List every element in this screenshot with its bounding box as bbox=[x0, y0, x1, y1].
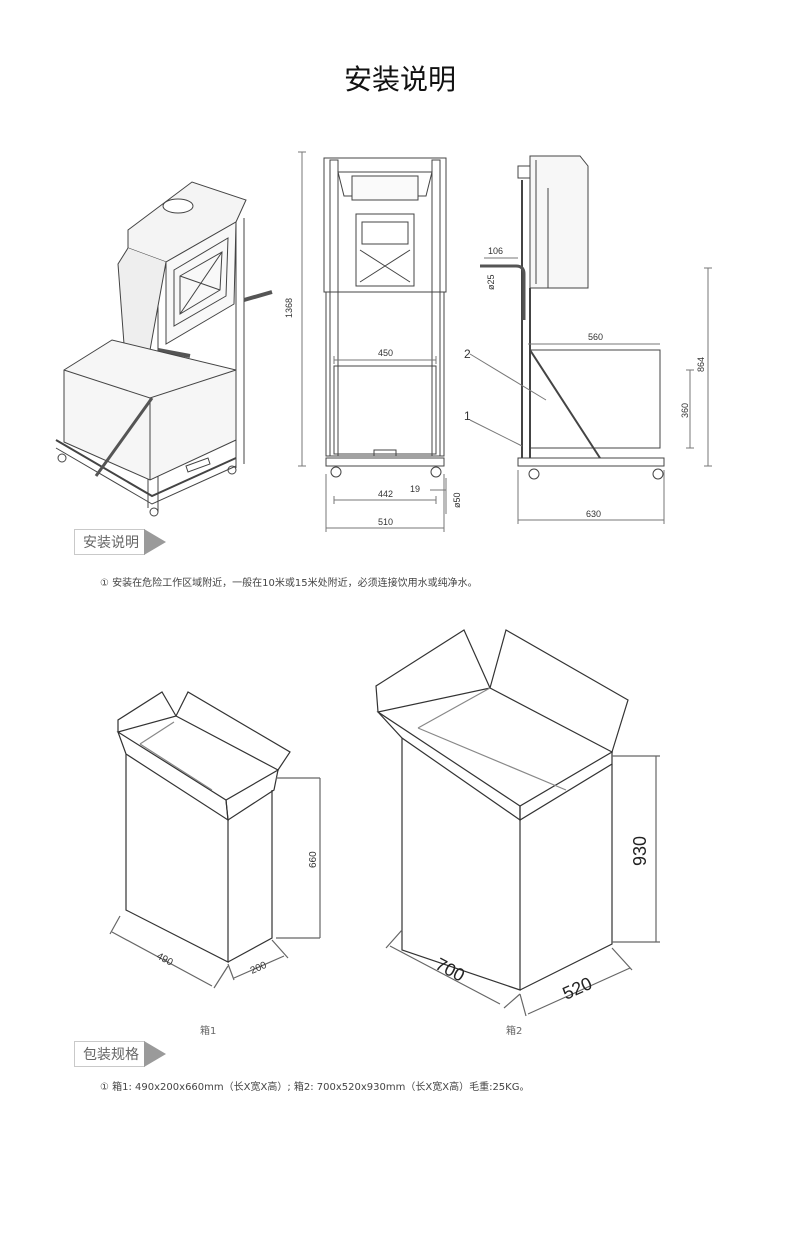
side-tank-width-dim: 560 bbox=[588, 332, 603, 342]
side-view bbox=[469, 155, 712, 524]
isometric-view bbox=[55, 181, 273, 517]
side-total-width-dim: 630 bbox=[586, 509, 601, 519]
callout-1: 1 bbox=[464, 409, 471, 423]
page-title: 安装说明 bbox=[343, 63, 456, 96]
side-pipe-dim: 106 bbox=[488, 246, 503, 256]
front-view bbox=[298, 151, 447, 532]
front-total-width-dim: 510 bbox=[378, 517, 393, 527]
box1-width-dim: 200 bbox=[249, 960, 269, 977]
box2-height-dim: 930 bbox=[630, 836, 650, 866]
front-base-width-dim: 442 bbox=[378, 489, 393, 499]
box1-height-dim: 660 bbox=[308, 851, 319, 868]
box1-length-dim: 490 bbox=[155, 951, 175, 969]
packing-section-tag: 包装规格 bbox=[74, 1040, 166, 1068]
side-pipe-dia-dim: ø25 bbox=[486, 274, 496, 290]
install-note: ① 安装在危险工作区域附近，一般在10米或15米处附近，必须连接饮用水或纯净水。 bbox=[100, 578, 478, 589]
tag-arrow-icon bbox=[144, 529, 166, 555]
front-wheel-dim: ø50 bbox=[452, 492, 462, 508]
install-tag-label: 安装说明 bbox=[74, 529, 145, 555]
box1-caption: 箱1 bbox=[200, 1026, 217, 1037]
box2-caption: 箱2 bbox=[506, 1026, 523, 1037]
side-height-dim: 864 bbox=[696, 357, 706, 372]
packing-tag-label: 包装规格 bbox=[74, 1041, 145, 1067]
box2-width-dim: 520 bbox=[559, 973, 595, 1003]
front-foot-dim: 19 bbox=[410, 484, 420, 494]
box-2-drawing bbox=[375, 629, 660, 1017]
box-1-drawing bbox=[109, 691, 321, 989]
install-section-tag: 安装说明 bbox=[74, 528, 166, 556]
tag-arrow-icon bbox=[144, 1041, 166, 1067]
front-inner-width-dim: 450 bbox=[378, 348, 393, 358]
box2-length-dim: 700 bbox=[432, 954, 468, 986]
packing-note: ① 箱1: 490x200x660mm（长X宽X高）; 箱2: 700x520x… bbox=[100, 1082, 530, 1093]
side-tank-height-dim: 360 bbox=[680, 403, 690, 418]
front-height-dim: 1368 bbox=[284, 298, 294, 318]
callout-2: 2 bbox=[464, 347, 471, 361]
